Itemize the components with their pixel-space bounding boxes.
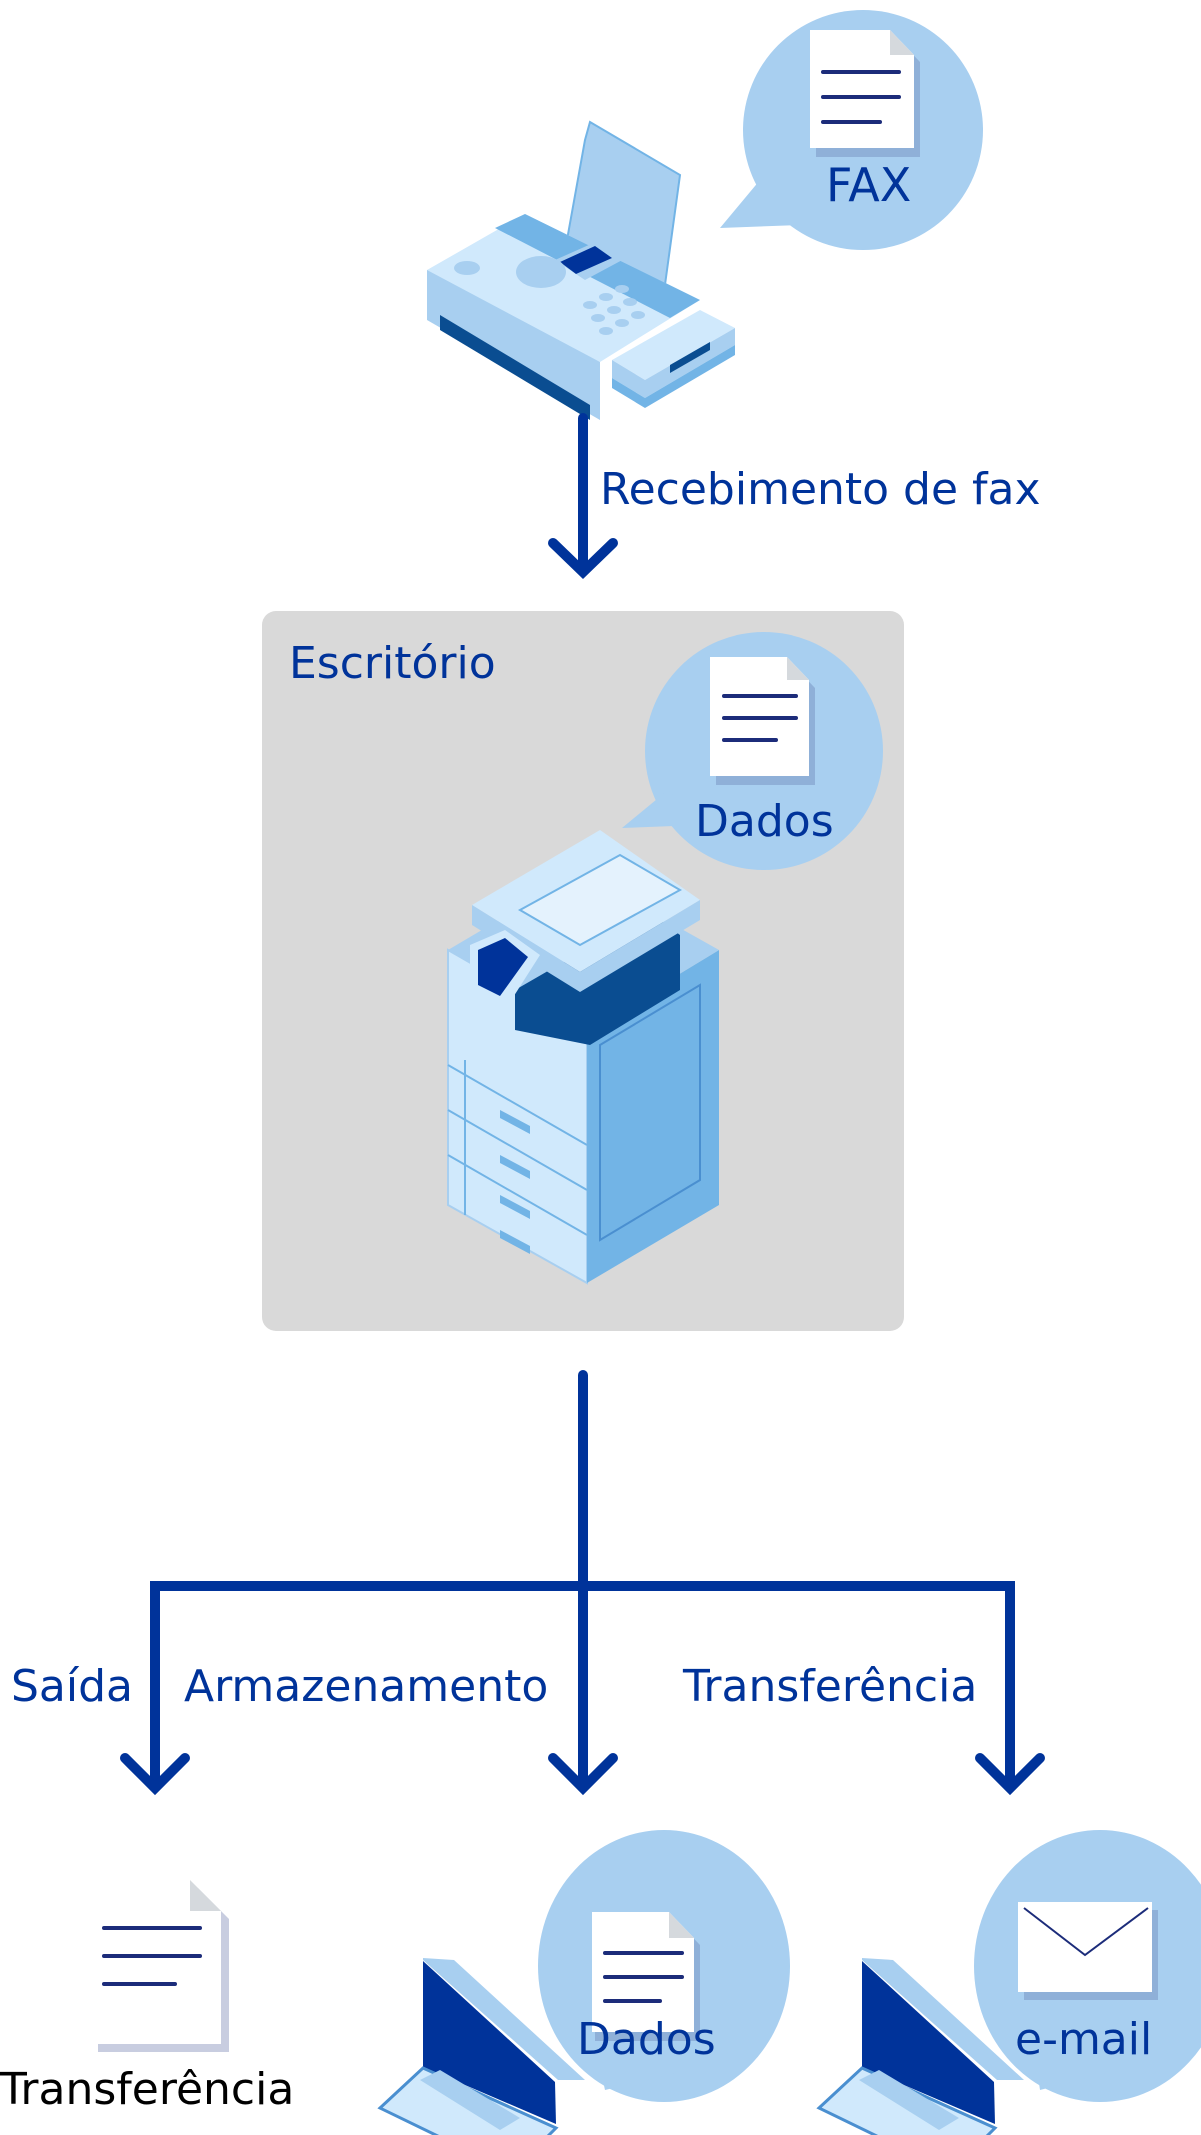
email-laptop-illustration <box>816 1830 1201 2135</box>
output-document-icon <box>90 1880 229 2052</box>
envelope-icon <box>1018 1902 1158 2000</box>
fax-speech-bubble <box>720 10 983 250</box>
branch-label-output: Saída <box>11 1661 134 1712</box>
output-result-label: Transferência <box>0 2064 295 2115</box>
branch-label-transfer: Transferência <box>683 1661 978 1712</box>
distribution-arrows <box>120 1370 1045 1796</box>
office-data-label: Dados <box>695 796 834 847</box>
document-icon <box>810 30 920 157</box>
storage-laptop-illustration <box>377 1830 790 2135</box>
fax-bubble-label: FAX <box>826 158 912 212</box>
receive-fax-label: Recebimento de fax <box>600 464 1041 515</box>
branch-label-storage: Armazenamento <box>184 1661 549 1712</box>
receive-arrow <box>548 413 618 579</box>
storage-result-label: Dados <box>577 2014 716 2065</box>
office-title: Escritório <box>289 638 496 689</box>
multifunction-printer-illustration <box>447 830 719 1285</box>
transfer-result-label: e-mail <box>1015 2014 1153 2065</box>
fax-machine-illustration <box>427 120 735 420</box>
office-data-bubble <box>622 632 883 870</box>
